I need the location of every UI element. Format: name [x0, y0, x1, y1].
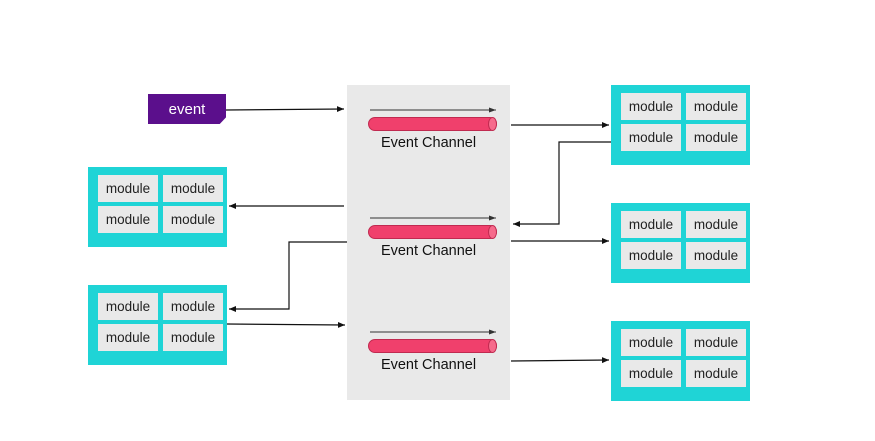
- arrow-event-to-channel-1: [225, 106, 345, 113]
- module-group-right-3: module module module module: [611, 321, 750, 401]
- module-cell: module: [98, 206, 158, 233]
- channel-label-2: Event Channel: [380, 243, 477, 259]
- module-cell: module: [98, 324, 158, 351]
- arrow-left-2-to-channel-3: [226, 321, 346, 328]
- module-group-left-1: module module module module: [88, 167, 227, 247]
- event-node: event: [148, 94, 226, 124]
- channel-pipe-2: [368, 225, 497, 239]
- module-cell: module: [621, 242, 681, 269]
- module-cell: module: [686, 242, 746, 269]
- module-cell: module: [98, 293, 158, 320]
- module-cell: module: [686, 211, 746, 238]
- channel-pipe-3: [368, 339, 497, 353]
- module-cell: module: [621, 124, 681, 151]
- module-group-right-1: module module module module: [611, 85, 750, 165]
- channel-label-3: Event Channel: [380, 357, 477, 373]
- arrow-channel-2-to-left-2: [229, 241, 347, 312]
- arrow-channel-3-to-right-3: [510, 357, 610, 364]
- event-label: event: [168, 100, 206, 118]
- module-cell: module: [686, 360, 746, 387]
- module-cell: module: [163, 324, 223, 351]
- channel-label-1: Event Channel: [380, 135, 477, 151]
- module-group-right-2: module module module module: [611, 203, 750, 283]
- module-cell: module: [686, 329, 746, 356]
- arrow-right-1-to-channel-2: [513, 141, 611, 227]
- module-cell: module: [621, 360, 681, 387]
- module-cell: module: [163, 206, 223, 233]
- module-group-left-2: module module module module: [88, 285, 227, 365]
- channel-pipe-1: [368, 117, 497, 131]
- module-cell: module: [621, 329, 681, 356]
- module-cell: module: [621, 93, 681, 120]
- module-cell: module: [98, 175, 158, 202]
- module-cell: module: [621, 211, 681, 238]
- module-cell: module: [163, 293, 223, 320]
- module-cell: module: [686, 93, 746, 120]
- module-cell: module: [163, 175, 223, 202]
- module-cell: module: [686, 124, 746, 151]
